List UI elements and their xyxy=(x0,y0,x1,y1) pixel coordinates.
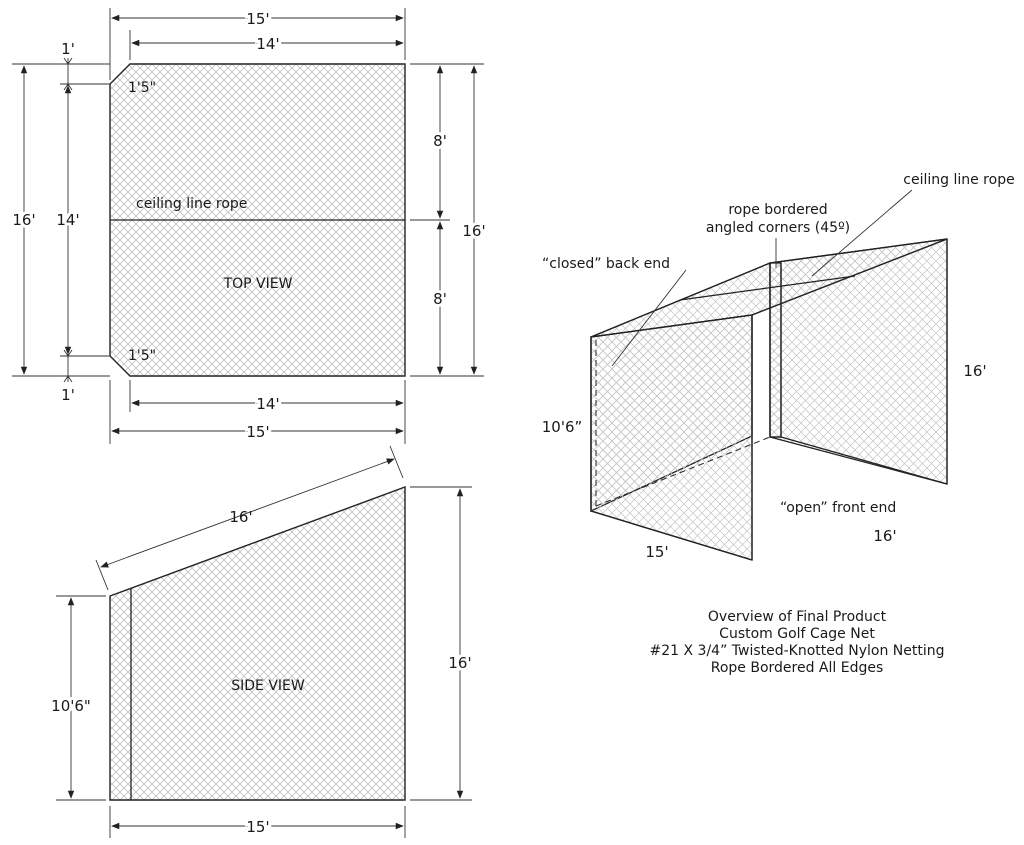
corner-diag-top-label: 1'5" xyxy=(128,80,156,96)
side-view-net xyxy=(109,485,406,801)
caption-line-3: #21 X 3/4” Twisted-Knotted Nylon Netting xyxy=(650,643,945,659)
dim-width-inner-bottom-label: 14' xyxy=(256,395,279,413)
caption-line-4: Rope Bordered All Edges xyxy=(711,660,884,676)
caption-line-1: Overview of Final Product xyxy=(708,609,887,625)
caption: Overview of Final Product Custom Golf Ca… xyxy=(650,609,945,676)
caption-line-2: Custom Golf Cage Net xyxy=(719,626,875,642)
iso-far-side-net xyxy=(769,238,948,485)
dim-width-outer-top-label: 15' xyxy=(246,10,269,28)
side-view: SIDE VIEW 16' 10'6" 16' 15' xyxy=(48,445,475,839)
dim-height-inner-left-label: 14' xyxy=(56,211,79,229)
iso-corner-strip xyxy=(769,262,782,438)
iso-side-height-label: 16' xyxy=(963,362,986,380)
iso-near-side-net xyxy=(590,314,753,561)
closed-end-label: “closed” back end xyxy=(542,256,670,272)
corner-diag-bottom-label: 1'5" xyxy=(128,348,156,364)
dim-offset-bottom-label: 1' xyxy=(61,386,75,404)
dim-slope xyxy=(100,458,395,568)
rope-corners-label-2: angled corners (45º) xyxy=(706,220,850,236)
dim-half-lower-label: 8' xyxy=(433,290,447,308)
rope-corners-label-1: rope bordered xyxy=(728,202,827,218)
dim-width-inner-top-label: 14' xyxy=(256,35,279,53)
side-view-title: SIDE VIEW xyxy=(231,678,305,694)
dim-slope-label: 16' xyxy=(229,508,252,526)
top-view-title: TOP VIEW xyxy=(223,276,293,292)
dim-height-outer-left-label: 16' xyxy=(12,211,35,229)
ceiling-line-rope-label: ceiling line rope xyxy=(136,196,247,212)
dim-side-length-label: 15' xyxy=(246,818,269,836)
iso-hidden-edge-floor xyxy=(595,436,771,507)
iso-height-label: 10'6” xyxy=(542,418,583,436)
dim-offset-top-label: 1' xyxy=(61,40,75,58)
iso-view: rope bordered angled corners (45º) ceili… xyxy=(542,172,1015,561)
dim-width-outer-bottom-label: 15' xyxy=(246,423,269,441)
dim-height-outer-right-label: 16' xyxy=(462,222,485,240)
iso-length-label: 15' xyxy=(645,543,668,561)
open-end-label: “open” front end xyxy=(780,500,896,516)
iso-width-label: 16' xyxy=(873,527,896,545)
top-view: ceiling line rope TOP VIEW 1'5" 1'5" 15'… xyxy=(9,7,489,444)
iso-ceiling-rope-label: ceiling line rope xyxy=(903,172,1014,188)
dim-low-height-label: 10'6" xyxy=(51,697,91,715)
dim-high-height-label: 16' xyxy=(448,654,471,672)
dim-half-upper-label: 8' xyxy=(433,132,447,150)
